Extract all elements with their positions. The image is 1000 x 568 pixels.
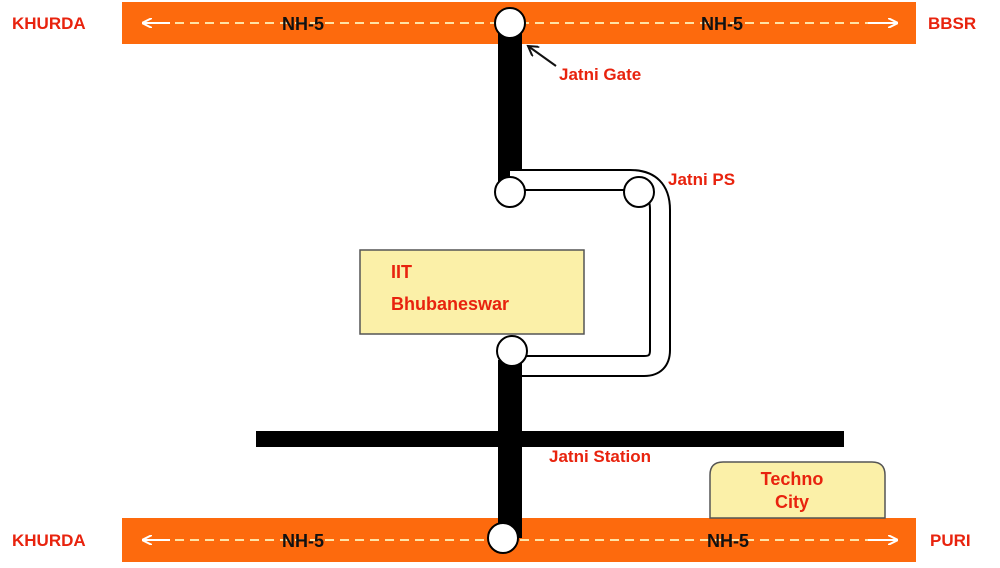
bottom-nh5-right-label: NH-5 (707, 531, 749, 551)
junction-left-node (494, 176, 526, 208)
techno-label-line2: City (775, 492, 809, 512)
railway-line (256, 431, 844, 447)
bottom-khurda-label: KHURDA (12, 531, 86, 550)
bottom-nh5-left-label: NH-5 (282, 531, 324, 551)
jatni-ps-label: Jatni PS (668, 170, 735, 189)
jatni-station-label: Jatni Station (549, 447, 651, 466)
iit-box-bg (359, 249, 585, 335)
puri-label: PURI (930, 531, 971, 550)
top-nh5-left-label: NH-5 (282, 14, 324, 34)
road-upper (498, 24, 522, 192)
iit-label-line1: IIT (391, 262, 412, 282)
jatni-ps-node (623, 176, 655, 208)
road-lower (498, 360, 522, 538)
pointer-arrow-icon (528, 46, 557, 67)
techno-label-line1: Techno (761, 469, 824, 489)
top-nh5-right-label: NH-5 (701, 14, 743, 34)
techno-city-box: Techno City (709, 461, 886, 519)
junction-top-node (494, 7, 526, 39)
top-khurda-label: KHURDA (12, 14, 86, 33)
techno-box-bg (709, 461, 886, 519)
junction-bottom-node (487, 522, 519, 554)
iit-gate-node (496, 335, 528, 367)
bbsr-label: BBSR (928, 14, 976, 33)
jatni-gate-label: Jatni Gate (559, 65, 641, 84)
iit-bhubaneswar-box: IIT Bhubaneswar (359, 249, 585, 335)
iit-label-line2: Bhubaneswar (391, 294, 509, 314)
